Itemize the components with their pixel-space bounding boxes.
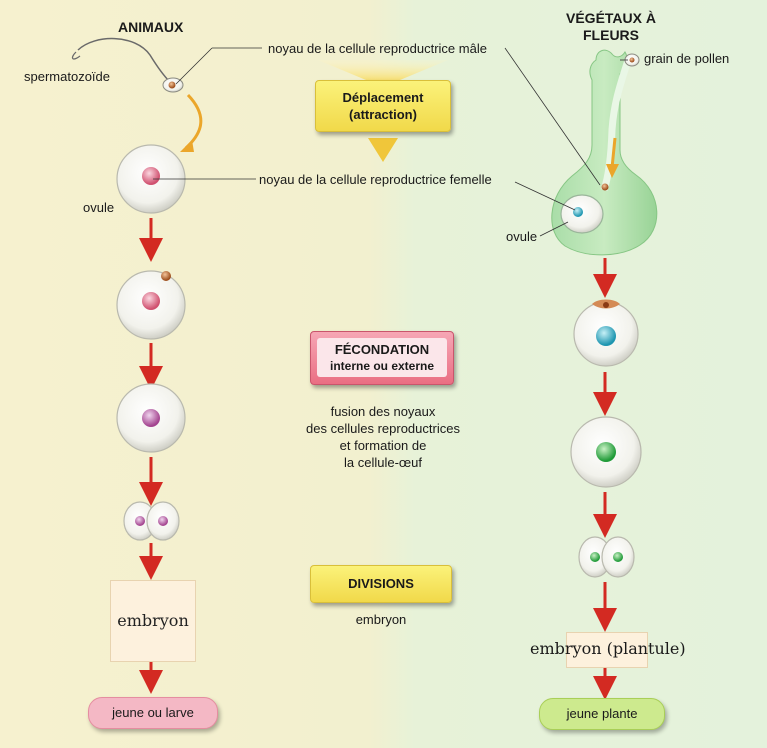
- sperm-tail: [77, 37, 171, 83]
- spermatozoid-label: spermatozoïde: [24, 69, 110, 84]
- displacement-box: Déplacement (attraction): [315, 80, 451, 132]
- male-nucleus-label: noyau de la cellule reproductrice mâle: [268, 41, 487, 56]
- female-nucleus-label: noyau de la cellule reproductrice femell…: [259, 172, 492, 187]
- plant-embryo-label: embryon (plantule): [530, 639, 686, 658]
- displacement-subtitle: (attraction): [349, 107, 417, 122]
- fusion-line-2: des cellules reproductrices: [306, 421, 460, 436]
- plant-result-pill: jeune plante: [539, 698, 665, 730]
- fusion-line-3: et formation de: [339, 438, 427, 453]
- animal-embryo-card: embryon: [110, 580, 196, 662]
- pollen-tube: [600, 58, 632, 192]
- displacement-title: Déplacement: [342, 90, 424, 105]
- sperm-path-arrow: [184, 93, 203, 150]
- animals-title: ANIMAUX: [118, 19, 184, 35]
- animal-ovule-label: ovule: [83, 200, 115, 215]
- attraction-funnel-bottom: [368, 138, 398, 162]
- fertilization-subtitle: interne ou externe: [329, 359, 435, 373]
- divisions-box: DIVISIONS: [310, 565, 452, 603]
- center-embryo-label: embryon: [355, 612, 407, 627]
- pollen-grain-label: grain de pollen: [644, 51, 730, 66]
- fusion-line-4: la cellule-œuf: [343, 455, 423, 470]
- fertilization-box: FÉCONDATION interne ou externe: [310, 331, 454, 385]
- plant-embryo-card-bg: [566, 632, 648, 668]
- plants-title: VÉGÉTAUX À FLEURS: [566, 10, 656, 43]
- plant-ovule-label: ovule: [506, 229, 538, 244]
- animal-result-pill: jeune ou larve: [88, 697, 218, 729]
- fusion-line-1: fusion des noyaux: [330, 404, 436, 419]
- fertilization-title: FÉCONDATION: [334, 342, 430, 357]
- fusion-text: fusion des noyaux des cellules reproduct…: [298, 403, 468, 471]
- attraction-funnel-top: [318, 60, 448, 80]
